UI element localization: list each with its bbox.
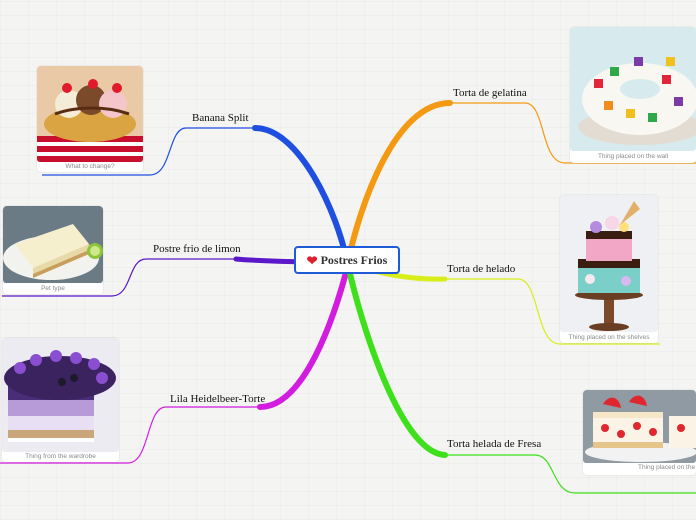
heart-icon: ❤ xyxy=(307,254,318,267)
branch-line-lila xyxy=(260,265,348,407)
central-topic[interactable]: ❤ Postres Frios xyxy=(294,246,400,274)
image-card-fresa[interactable]: Thing placed on the s xyxy=(583,390,696,475)
topic-banana-split[interactable]: Banana Split xyxy=(192,112,249,124)
helado-caption: Thing placed on the shelves xyxy=(560,334,658,341)
image-card-limon[interactable]: Pet type xyxy=(3,206,103,294)
branch-line-gelatina xyxy=(348,103,450,262)
banana-split-image xyxy=(37,66,143,162)
topic-lila-heidelbeer-torte[interactable]: Lila Heidelbeer-Torte xyxy=(170,393,265,405)
fresa-caption: Thing placed on the s xyxy=(583,464,696,471)
topic-torta-de-gelatina[interactable]: Torta de gelatina xyxy=(453,87,527,99)
lila-caption: Thing from the wardrobe xyxy=(2,453,119,460)
central-topic-label: Postres Frios xyxy=(321,253,388,268)
limon-caption: Pet type xyxy=(3,285,103,292)
strawberry-cake-image xyxy=(583,390,696,463)
topic-torta-helada-de-fresa[interactable]: Torta helada de Fresa xyxy=(447,438,541,450)
image-card-helado[interactable]: Thing placed on the shelves xyxy=(560,195,658,343)
branch-line-banana-split xyxy=(255,128,347,262)
branch-line-fresa xyxy=(348,265,445,455)
image-card-banana-split[interactable]: What to change? xyxy=(37,66,143,172)
image-card-gelatina[interactable]: Thing placed on the wall xyxy=(570,27,696,163)
image-card-lila[interactable]: Thing from the wardrobe xyxy=(2,338,119,462)
topic-torta-de-helado[interactable]: Torta de helado xyxy=(447,263,515,275)
gelatin-cake-image xyxy=(570,27,696,151)
ice-cream-cake-image xyxy=(560,195,658,332)
topic-postre-frio-de-limon[interactable]: Postre frio de limon xyxy=(153,243,241,255)
blueberry-cake-image xyxy=(2,338,119,452)
gelatina-caption: Thing placed on the wall xyxy=(570,153,696,160)
banana-split-caption: What to change? xyxy=(37,163,143,170)
lemon-pie-image xyxy=(3,206,103,283)
